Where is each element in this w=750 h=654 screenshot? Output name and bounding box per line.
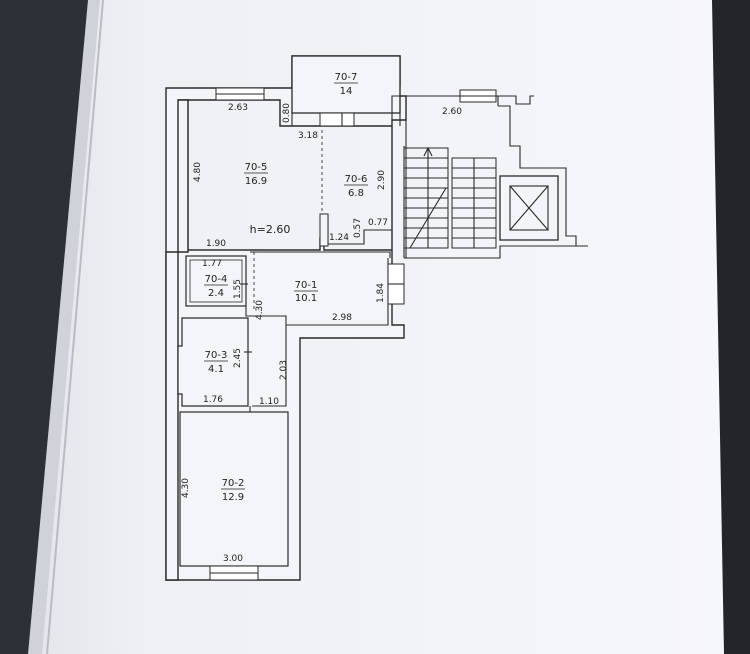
room-70-4-id: 70-4 [205, 274, 228, 285]
room-70-7-id: 70-7 [335, 72, 358, 83]
corridor-top [250, 251, 391, 258]
dim-1-76: 1.76 [203, 395, 223, 405]
dim-0-80: 0.80 [282, 103, 292, 123]
dim-4-30-upper: 4.30 [255, 300, 265, 320]
dim-1-77: 1.77 [202, 259, 222, 269]
dim-1-84: 1.84 [376, 283, 386, 303]
dim-1-90: 1.90 [206, 239, 226, 249]
dim-2-60: 2.60 [442, 107, 462, 117]
dim-2-45: 2.45 [233, 348, 243, 368]
page-crease [46, 0, 104, 654]
room-70-5-id: 70-5 [245, 162, 268, 173]
corridor-lower [252, 325, 287, 407]
room-70-1-walls [245, 258, 389, 326]
room-70-1-area: 10.1 [295, 293, 317, 304]
room-70-1-id: 70-1 [295, 280, 318, 291]
dim-2-03: 2.03 [279, 360, 289, 380]
dim-4-30-lower: 4.30 [181, 478, 191, 498]
room-70-3-area: 4.1 [208, 364, 224, 375]
room-70-7-box [291, 55, 401, 114]
room-70-4-area: 2.4 [208, 288, 224, 299]
dim-1-24: 1.24 [329, 233, 349, 243]
staircase [391, 89, 588, 259]
floor-plan [165, 55, 588, 581]
dim-2-90: 2.90 [377, 170, 387, 190]
dim-3-18: 3.18 [298, 131, 318, 141]
dim-0-57: 0.57 [353, 218, 363, 238]
room-70-6-area: 6.8 [348, 188, 364, 199]
dim-3-00: 3.00 [223, 554, 243, 564]
room-70-7-area: 14 [340, 86, 353, 97]
room-labels: 70-7 14 70-5 16.9 70-6 6.8 70-1 10.1 70-… [204, 72, 368, 503]
dim-1-10: 1.10 [259, 397, 279, 407]
dark-right-edge [705, 0, 750, 654]
dim-2-98: 2.98 [332, 313, 352, 323]
dimension-labels: 2.63 0.80 3.18 2.60 4.80 2.90 0.57 0.77 … [181, 103, 462, 564]
wall-left-upper [177, 99, 189, 253]
room-70-3-id: 70-3 [205, 350, 228, 361]
dim-0-77: 0.77 [368, 218, 388, 228]
window-70-7 [319, 112, 355, 127]
room-70-6-id: 70-6 [345, 174, 368, 185]
room-70-2-area: 12.9 [222, 492, 244, 503]
dim-2-63: 2.63 [228, 103, 248, 113]
pillar [319, 213, 329, 247]
ceiling-height-note: h=2.60 [250, 223, 291, 236]
dim-1-55: 1.55 [233, 279, 243, 299]
room-70-4-box [185, 255, 247, 307]
wall-left-lower [165, 251, 179, 581]
room-70-3-box [177, 317, 249, 407]
dim-4-80: 4.80 [193, 162, 203, 182]
room-70-2-id: 70-2 [222, 478, 245, 489]
room-70-5-area: 16.9 [245, 176, 267, 187]
